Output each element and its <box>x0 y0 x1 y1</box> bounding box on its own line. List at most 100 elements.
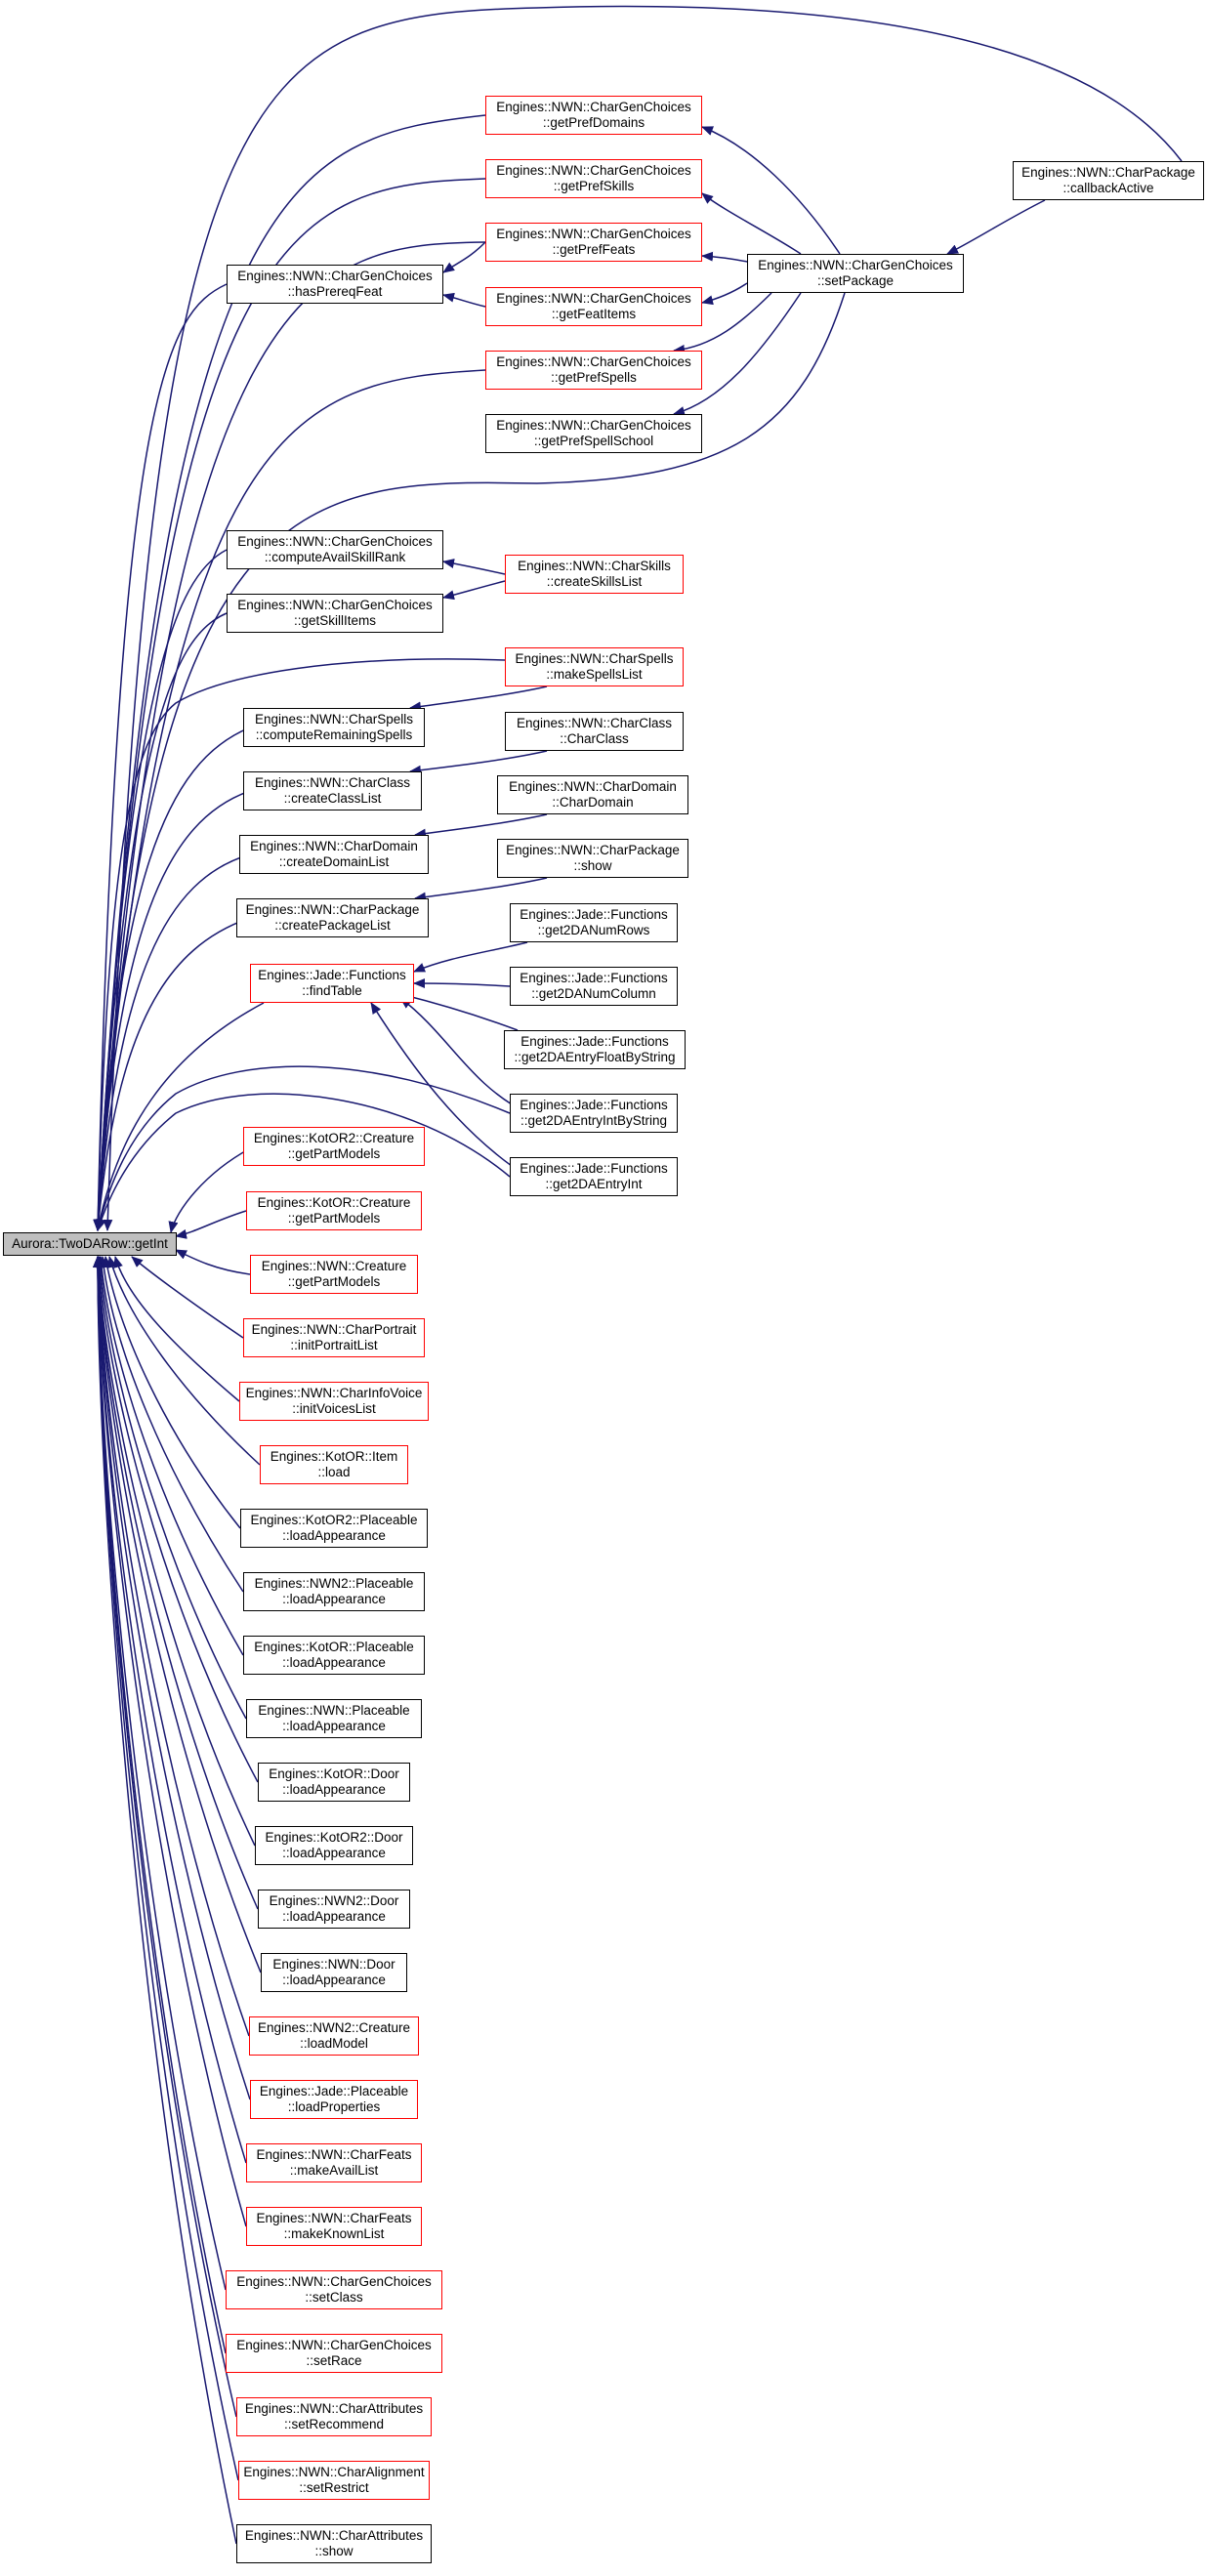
node-init-portrait-list[interactable]: Engines::NWN::CharPortrait::initPortrait… <box>243 1318 425 1357</box>
node-kotor-placeable-load-appearance[interactable]: Engines::KotOR::Placeable::loadAppearanc… <box>243 1636 425 1675</box>
node-compute-remaining-spells[interactable]: Engines::NWN::CharSpells::computeRemaini… <box>243 708 425 747</box>
node-label: Engines::NWN::CharPortrait <box>251 1322 417 1337</box>
node-label: Engines::NWN::Creature <box>261 1259 407 1273</box>
node-label: ::getSkillItems <box>293 613 377 628</box>
node-create-domain-list[interactable]: Engines::NWN::CharDomain::createDomainLi… <box>239 835 429 874</box>
node-label: ::makeSpellsList <box>546 667 643 682</box>
node-label: ::getPrefDomains <box>542 115 645 130</box>
node-get-2da-entry-int-by-string[interactable]: Engines::Jade::Functions::get2DAEntryInt… <box>510 1094 678 1133</box>
node-get-pref-feats[interactable]: Engines::NWN::CharGenChoices::getPrefFea… <box>485 223 702 262</box>
node-get-feat-items[interactable]: Engines::NWN::CharGenChoices::getFeatIte… <box>485 287 702 326</box>
node-get-2da-entry-int[interactable]: Engines::Jade::Functions::get2DAEntryInt <box>510 1157 678 1196</box>
node-compute-avail-skill-rank[interactable]: Engines::NWN::CharGenChoices::computeAva… <box>227 530 443 569</box>
node-label: Engines::NWN::CharGenChoices <box>496 100 691 114</box>
node-label: ::loadAppearance <box>282 1973 386 1987</box>
node-make-known-list[interactable]: Engines::NWN::CharFeats::makeKnownList <box>246 2207 422 2246</box>
node-label: Engines::NWN2::Door <box>269 1893 399 1908</box>
node-label: ::setRace <box>306 2353 362 2368</box>
node-label: ::initVoicesList <box>292 1401 376 1416</box>
node-make-avail-list[interactable]: Engines::NWN::CharFeats::makeAvailList <box>246 2143 422 2182</box>
node-label: Aurora::TwoDARow::getInt <box>12 1236 168 1251</box>
node-nwn2-placeable-load-appearance[interactable]: Engines::NWN2::Placeable::loadAppearance <box>243 1572 425 1611</box>
node-get-2da-num-rows[interactable]: Engines::Jade::Functions::get2DANumRows <box>510 903 678 942</box>
node-kotor-creature-get-part-models[interactable]: Engines::KotOR::Creature::getPartModels <box>246 1191 422 1230</box>
node-get-2da-entry-float-by-string[interactable]: Engines::Jade::Functions::get2DAEntryFlo… <box>504 1030 686 1069</box>
node-label: ::loadAppearance <box>282 1592 386 1606</box>
node-nwn2-door-load-appearance[interactable]: Engines::NWN2::Door::loadAppearance <box>258 1890 410 1929</box>
node-label: Engines::NWN::CharPackage <box>1021 165 1195 180</box>
node-label: Engines::NWN::CharGenChoices <box>496 291 691 306</box>
node-label: ::get2DANumRows <box>537 923 650 937</box>
node-nwn-placeable-load-appearance[interactable]: Engines::NWN::Placeable::loadAppearance <box>246 1699 422 1738</box>
node-kotor-door-load-appearance[interactable]: Engines::KotOR::Door::loadAppearance <box>258 1763 410 1802</box>
node-label: ::callbackActive <box>1062 181 1154 195</box>
node-create-package-list[interactable]: Engines::NWN::CharPackage::createPackage… <box>236 898 429 937</box>
node-label: Engines::KotOR::Placeable <box>254 1640 414 1654</box>
node-create-class-list[interactable]: Engines::NWN::CharClass::createClassList <box>243 771 422 810</box>
node-char-class-ctor[interactable]: Engines::NWN::CharClass::CharClass <box>505 712 684 751</box>
call-edge-9 <box>93 658 506 1231</box>
node-label: ::loadAppearance <box>282 1528 386 1543</box>
node-label: ::findTable <box>302 983 362 998</box>
node-find-table[interactable]: Engines::Jade::Functions::findTable <box>250 964 414 1003</box>
node-create-skills-list[interactable]: Engines::NWN::CharSkills::createSkillsLi… <box>505 555 684 594</box>
node-label: Engines::NWN::CharDomain <box>509 779 677 794</box>
node-label: Engines::NWN::CharAttributes <box>244 2528 424 2543</box>
node-has-prereq-feat[interactable]: Engines::NWN::CharGenChoices::hasPrereqF… <box>227 265 443 304</box>
node-init-voices-list[interactable]: Engines::NWN::CharInfoVoice::initVoicesL… <box>239 1382 429 1421</box>
call-edge-52 <box>409 750 548 775</box>
node-set-restrict[interactable]: Engines::NWN::CharAlignment::setRestrict <box>238 2461 430 2500</box>
node-kotor-item-load[interactable]: Engines::KotOR::Item::load <box>260 1445 408 1484</box>
node-set-race[interactable]: Engines::NWN::CharGenChoices::setRace <box>226 2334 442 2373</box>
call-edge-15 <box>95 1065 511 1231</box>
node-nwn-creature-get-part-models[interactable]: Engines::NWN::Creature::getPartModels <box>250 1255 418 1294</box>
call-edge-50 <box>442 580 506 601</box>
node-jade-placeable-load-properties[interactable]: Engines::Jade::Placeable::loadProperties <box>250 2080 418 2119</box>
node-kotor2-placeable-load-appearance[interactable]: Engines::KotOR2::Placeable::loadAppearan… <box>240 1509 428 1548</box>
node-label: Engines::KotOR2::Creature <box>253 1131 415 1145</box>
node-get-pref-spells[interactable]: Engines::NWN::CharGenChoices::getPrefSpe… <box>485 351 702 390</box>
node-callback-active[interactable]: Engines::NWN::CharPackage::callbackActiv… <box>1013 161 1204 200</box>
node-label: Engines::NWN2::Creature <box>257 2020 411 2035</box>
node-kotor2-creature-get-part-models[interactable]: Engines::KotOR2::Creature::getPartModels <box>243 1127 425 1166</box>
node-kotor2-door-load-appearance[interactable]: Engines::KotOR2::Door::loadAppearance <box>255 1826 413 1865</box>
node-get-pref-domains[interactable]: Engines::NWN::CharGenChoices::getPrefDom… <box>485 96 702 135</box>
node-label: ::load <box>317 1465 351 1479</box>
node-nwn-door-load-appearance[interactable]: Engines::NWN::Door::loadAppearance <box>261 1953 407 1992</box>
node-label: Engines::Jade::Placeable <box>259 2084 409 2098</box>
call-edge-2 <box>93 178 486 1231</box>
node-char-package-show[interactable]: Engines::NWN::CharPackage::show <box>497 839 688 878</box>
node-label: Engines::NWN::CharSpells <box>515 651 674 666</box>
call-edge-43 <box>701 192 802 255</box>
node-label: Engines::NWN::CharGenChoices <box>237 269 433 283</box>
node-label: ::loadAppearance <box>282 1719 386 1733</box>
node-char-attributes-show[interactable]: Engines::NWN::CharAttributes::show <box>236 2524 432 2563</box>
node-make-spells-list[interactable]: Engines::NWN::CharSpells::makeSpellsList <box>505 647 684 686</box>
node-set-package[interactable]: Engines::NWN::CharGenChoices::setPackage <box>747 254 964 293</box>
call-edge-16 <box>96 1093 511 1231</box>
node-get-2da-num-column[interactable]: Engines::Jade::Functions::get2DANumColum… <box>510 967 678 1006</box>
call-edge-14 <box>95 1002 265 1231</box>
node-label: ::getFeatItems <box>551 307 637 321</box>
node-label: Engines::NWN::CharGenChoices <box>496 227 691 241</box>
node-nwn2-creature-load-model[interactable]: Engines::NWN2::Creature::loadModel <box>249 2016 419 2056</box>
node-get-pref-skills[interactable]: Engines::NWN::CharGenChoices::getPrefSki… <box>485 159 702 198</box>
call-edge-47 <box>673 292 802 416</box>
node-label: ::createSkillsList <box>546 574 643 589</box>
call-edge-29 <box>93 1256 259 1910</box>
call-edge-40 <box>442 241 486 273</box>
node-label: ::computeRemainingSpells <box>255 727 413 742</box>
node-get-pref-spell-school[interactable]: Engines::NWN::CharGenChoices::getPrefSpe… <box>485 414 702 453</box>
call-edge-18 <box>175 1210 247 1239</box>
node-set-recommend[interactable]: Engines::NWN::CharAttributes::setRecomme… <box>236 2397 432 2436</box>
node-get-skill-items[interactable]: Engines::NWN::CharGenChoices::getSkillIt… <box>227 594 443 633</box>
node-set-class[interactable]: Engines::NWN::CharGenChoices::setClass <box>226 2270 442 2309</box>
node-label: Engines::Jade::Functions <box>520 1161 668 1176</box>
node-label: Engines::NWN::Door <box>272 1957 395 1972</box>
node-char-domain-ctor[interactable]: Engines::NWN::CharDomain::CharDomain <box>497 775 688 814</box>
node-label: Engines::NWN::CharAttributes <box>244 2401 424 2416</box>
node-label: Engines::NWN::CharGenChoices <box>496 354 691 369</box>
call-edge-55 <box>413 941 528 973</box>
node-label: Engines::NWN::CharGenChoices <box>237 534 433 549</box>
